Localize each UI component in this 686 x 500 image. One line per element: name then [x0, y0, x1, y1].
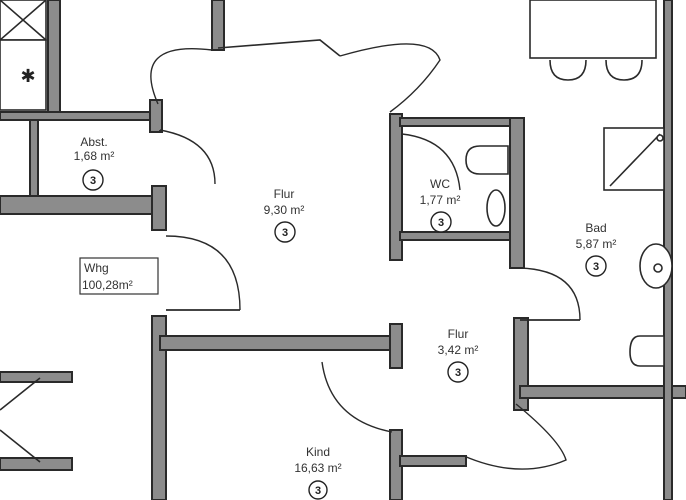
- chair: [605, 59, 643, 81]
- room-area: 3,42 m²: [438, 343, 479, 357]
- room-name: Abst.: [80, 135, 107, 149]
- room-name: WC: [430, 177, 450, 191]
- room-label-wc: WC 1,77 m² 3: [420, 177, 461, 233]
- dining-table: [529, 0, 657, 59]
- room-area: 9,30 m²: [264, 203, 305, 217]
- room-badge: 3: [438, 217, 444, 229]
- room-area: 5,87 m²: [576, 237, 617, 251]
- room-badge: 3: [315, 485, 321, 497]
- room-name: Kind: [306, 445, 330, 459]
- shower-tray-icon: [603, 127, 665, 191]
- room-area: 1,68 m²: [74, 149, 115, 163]
- room-area: 1,77 m²: [420, 193, 461, 207]
- toilet-icon: [629, 335, 665, 367]
- apartment-area-label: Whg 100,28m²: [79, 257, 159, 295]
- chair: [549, 59, 587, 81]
- doors: [150, 43, 581, 470]
- fixtures: [0, 0, 673, 463]
- room-badge: 3: [455, 367, 461, 379]
- apartment-name: Whg: [84, 261, 109, 275]
- room-name: Bad: [585, 221, 606, 235]
- room-badge: 3: [90, 175, 96, 187]
- toilet-icon: [465, 145, 509, 175]
- room-label-bad: Bad 5,87 m² 3: [576, 221, 617, 277]
- stove-burner-icon: ✱: [20, 66, 35, 87]
- room-label-flur2: Flur 3,42 m² 3: [438, 327, 479, 383]
- sink-icon: [486, 189, 506, 227]
- room-label-kind: Kind 16,63 m² 3: [294, 445, 342, 500]
- kitchen-fixtures: ✱: [0, 0, 61, 113]
- room-badge: 3: [282, 227, 288, 239]
- room-label-flur1: Flur 9,30 m² 3: [264, 187, 305, 243]
- room-label-abst: Abst. 1,68 m² 3: [74, 135, 115, 191]
- room-name: Flur: [448, 327, 469, 341]
- room-name: Flur: [274, 187, 295, 201]
- room-area: 16,63 m²: [294, 461, 341, 475]
- room-badge: 3: [593, 261, 599, 273]
- apartment-area: 100,28m²: [82, 278, 133, 292]
